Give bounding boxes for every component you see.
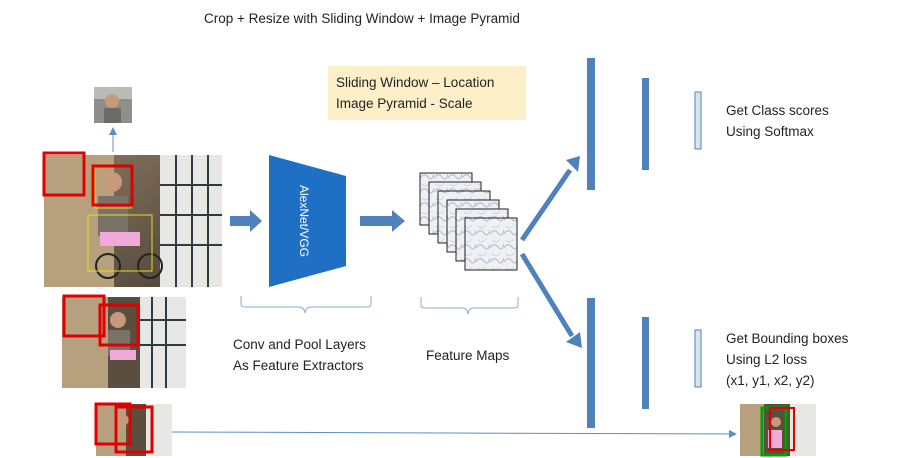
feature-maps-caption: Feature Maps — [426, 348, 510, 363]
sliding-window-box-1 — [42, 151, 86, 197]
bbox-branch-line-1: Get Bounding boxes — [726, 331, 849, 346]
sliding-window-box-5 — [94, 402, 132, 446]
result-box-red — [769, 407, 795, 451]
cropped-face-thumbnail — [94, 87, 132, 123]
sliding-window-box-6 — [114, 405, 154, 454]
feature-maps-stack — [419, 172, 518, 271]
class-branch-line-1: Get Class scores — [726, 103, 829, 118]
fc-bar-bbox-2 — [642, 317, 649, 409]
note-box: Sliding Window – Location Image Pyramid … — [328, 66, 526, 120]
class-output-bar — [694, 91, 702, 150]
sliding-window-box-4 — [98, 303, 140, 347]
note-line-1: Sliding Window – Location — [336, 75, 495, 90]
sliding-window-box-2 — [91, 164, 134, 207]
class-branch-label: Get Class scores Using Softmax — [726, 100, 829, 142]
class-branch-line-2: Using Softmax — [726, 124, 814, 139]
arrow-to-feature-maps — [360, 210, 405, 232]
output-image — [740, 404, 816, 456]
diagram-title: Crop + Resize with Sliding Window + Imag… — [204, 11, 520, 26]
conv-caption-line-1: Conv and Pool Layers — [233, 337, 366, 352]
conv-caption-line-2: As Feature Extractors — [233, 358, 364, 373]
bbox-output-bar — [694, 329, 702, 388]
bbox-branch-line-2: Using L2 loss — [726, 352, 808, 367]
fc-bar-class-2 — [642, 78, 649, 170]
network-label: AlexNet/VGG — [297, 185, 311, 257]
skip-arrow — [171, 429, 737, 438]
conv-caption: Conv and Pool Layers As Feature Extracto… — [233, 334, 366, 376]
fc-bar-bbox-1 — [587, 298, 595, 428]
branch-arrow-down — [519, 252, 575, 338]
branch-arrow-up — [519, 168, 573, 242]
note-line-2: Image Pyramid - Scale — [336, 96, 473, 111]
fc-bar-class-1 — [587, 58, 595, 190]
input-image-small — [96, 404, 172, 456]
arrow-to-network — [230, 210, 262, 232]
bbox-branch-line-3: (x1, y1, x2, y2) — [726, 373, 815, 388]
sliding-window-box-3 — [62, 294, 106, 338]
network-trapezoid — [269, 155, 346, 287]
conv-brace — [240, 296, 372, 314]
input-image-medium — [62, 297, 186, 388]
bbox-branch-label: Get Bounding boxes Using L2 loss (x1, y1… — [726, 328, 848, 391]
feature-maps-brace — [420, 297, 519, 315]
